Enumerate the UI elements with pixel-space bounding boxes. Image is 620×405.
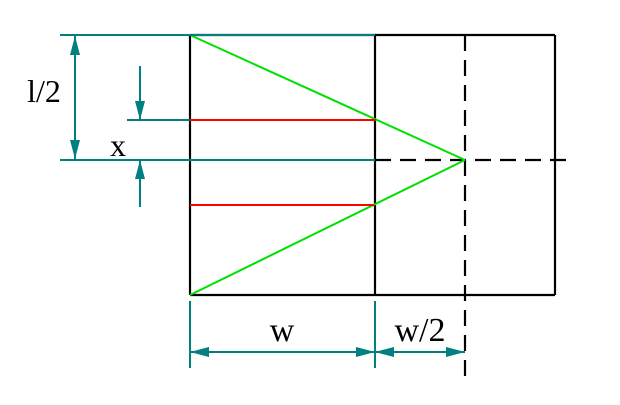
dim-offset-arrow-down xyxy=(135,101,145,120)
dimension-labels: l/2 x w w/2 xyxy=(27,73,445,349)
label-half-width: w/2 xyxy=(395,312,446,349)
center-lines xyxy=(375,35,568,378)
taper-line-lower xyxy=(189,159,466,296)
dim-half-width-arrow-left xyxy=(375,347,394,357)
dim-half-width-arrow-right xyxy=(446,347,465,357)
panel-outline xyxy=(188,33,557,297)
marker-lines xyxy=(190,119,376,206)
taper-line-upper xyxy=(189,34,466,161)
taper-lines xyxy=(189,34,466,296)
dim-width-arrow-left xyxy=(190,347,209,357)
label-width: w xyxy=(270,312,295,349)
dimension-lines xyxy=(60,34,465,368)
dim-width-arrow-right xyxy=(356,347,375,357)
label-half-length: l/2 xyxy=(27,73,61,109)
dim-offset-arrow-up xyxy=(135,160,145,179)
dim-half-length-arrow-down xyxy=(70,140,80,159)
label-offset: x xyxy=(110,127,126,163)
dim-half-length-arrow-up xyxy=(70,36,80,55)
